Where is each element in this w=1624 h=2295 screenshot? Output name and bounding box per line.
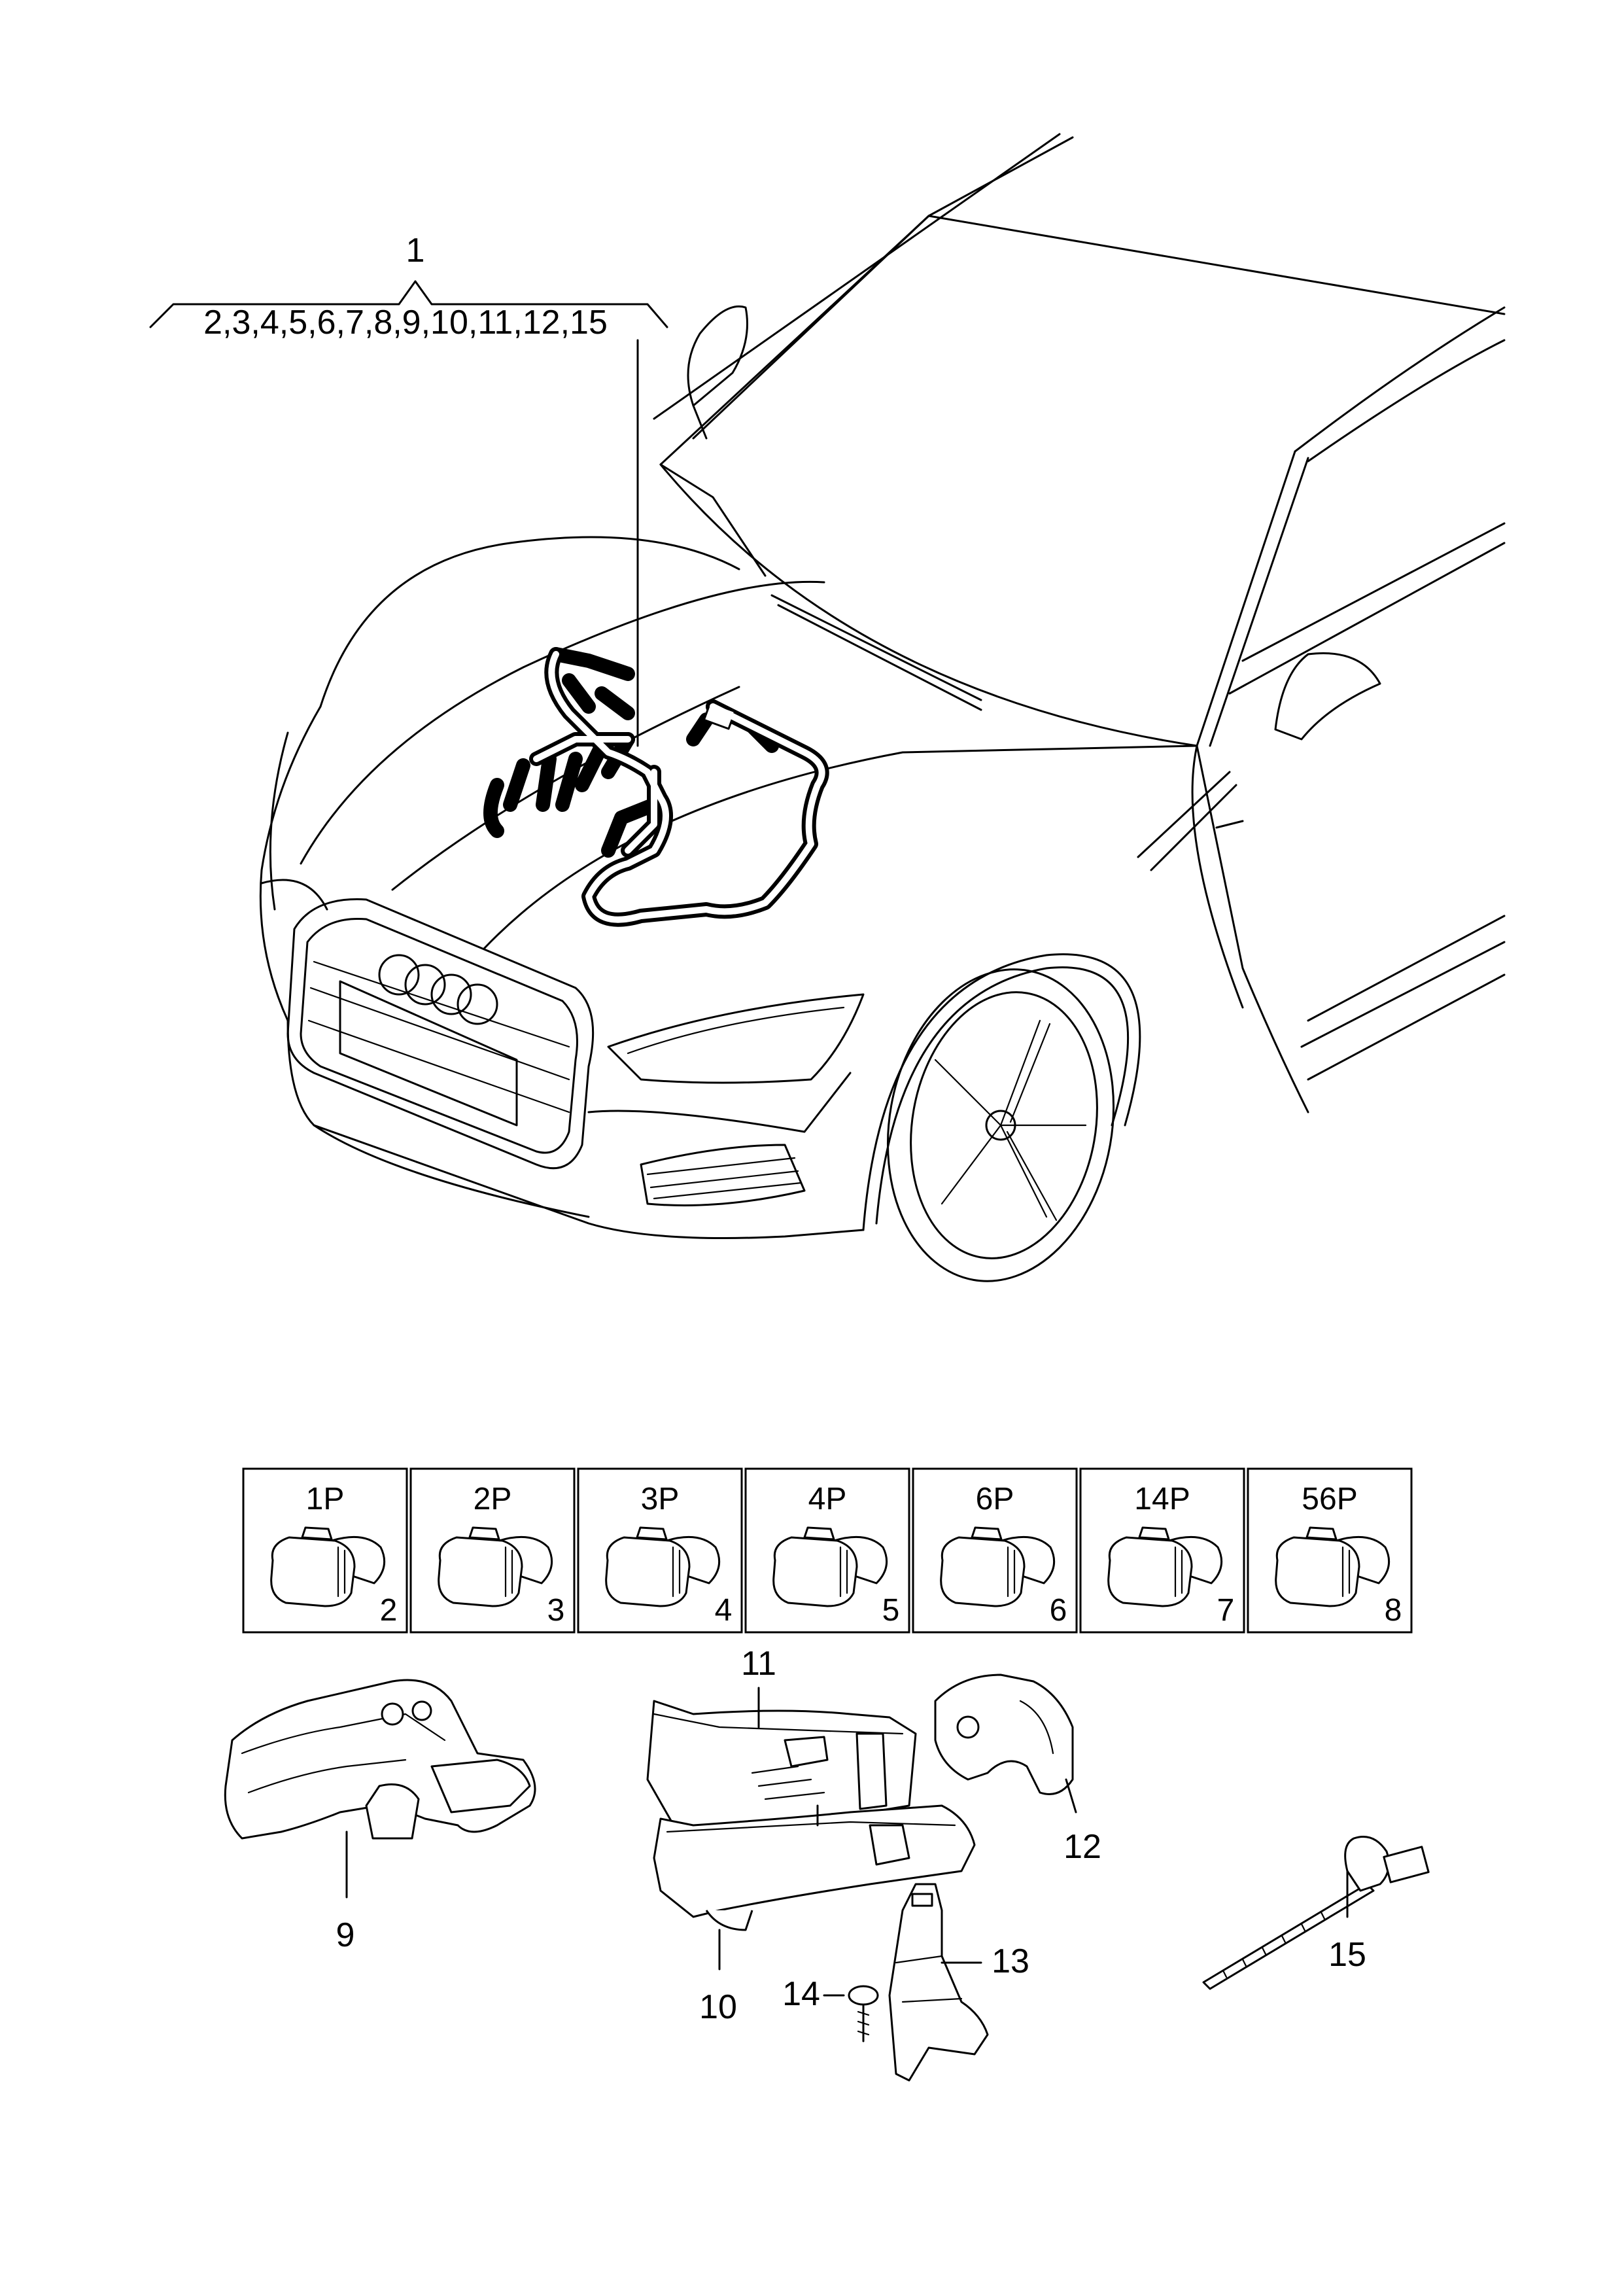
part-15-cable-tie: 15 — [1202, 1836, 1430, 1990]
connector-pin-label: 14P — [1134, 1482, 1190, 1516]
part-9-cable-duct: 9 — [224, 1679, 536, 1954]
connector-plug-icon — [1275, 1526, 1391, 1607]
connector-part-number: 3 — [547, 1593, 565, 1628]
connector-box: 4P 5 — [744, 1467, 910, 1634]
part-11-label: 11 — [741, 1645, 776, 1683]
connector-box: 1P 2 — [242, 1467, 408, 1634]
callout-1-label: 1 — [406, 232, 425, 270]
connector-pin-label: 6P — [976, 1482, 1014, 1516]
connector-part-number: 2 — [380, 1593, 398, 1628]
connector-part-number: 4 — [715, 1593, 733, 1628]
part-15-label: 15 — [1328, 1936, 1366, 1974]
part-10-lower-housing: 10 — [653, 1804, 976, 2026]
connector-part-number: 7 — [1217, 1593, 1235, 1628]
connector-part-number: 5 — [882, 1593, 900, 1628]
part-11-upper-housing: 11 — [646, 1645, 917, 1833]
connector-box: 2P 3 — [409, 1467, 576, 1634]
connector-part-number: 6 — [1050, 1593, 1067, 1628]
part-10-label: 10 — [699, 1988, 737, 2026]
connector-pin-label: 4P — [808, 1482, 847, 1516]
connector-pin-label: 2P — [474, 1482, 512, 1516]
connector-plug-icon — [772, 1526, 888, 1607]
wiring-harness — [483, 647, 829, 927]
part-12-cover-cap: 12 — [934, 1673, 1101, 1866]
connector-box: 3P 4 — [577, 1467, 743, 1634]
part-12-label: 12 — [1063, 1828, 1101, 1866]
part-14-screw: 14 — [782, 1975, 879, 2042]
part-9-label: 9 — [336, 1916, 355, 1954]
connector-box: 6P 6 — [912, 1467, 1078, 1634]
connector-plug-icon — [605, 1526, 721, 1607]
connector-pin-label: 1P — [306, 1482, 345, 1516]
connector-box: 14P 7 — [1079, 1467, 1245, 1634]
connector-plug-icon — [438, 1526, 553, 1607]
connector-pin-label: 56P — [1302, 1482, 1357, 1516]
connector-plug-icon — [1107, 1526, 1223, 1607]
connector-plug-icon — [940, 1526, 1056, 1607]
part-14-label: 14 — [782, 1975, 820, 2013]
connector-box: 56P 8 — [1247, 1467, 1413, 1634]
part-13-label: 13 — [992, 1942, 1029, 1980]
connector-plug-icon — [270, 1526, 386, 1607]
harness-components-label: 2,3,4,5,6,7,8,9,10,11,12,15 — [203, 304, 608, 342]
part-13-bracket: 13 — [888, 1883, 1029, 2082]
connector-part-number: 8 — [1385, 1593, 1402, 1628]
connector-pin-label: 3P — [641, 1482, 680, 1516]
car-illustration — [259, 133, 1506, 1282]
harness-callout: 1 2,3,4,5,6,7,8,9,10,11,12,15 — [149, 232, 668, 747]
